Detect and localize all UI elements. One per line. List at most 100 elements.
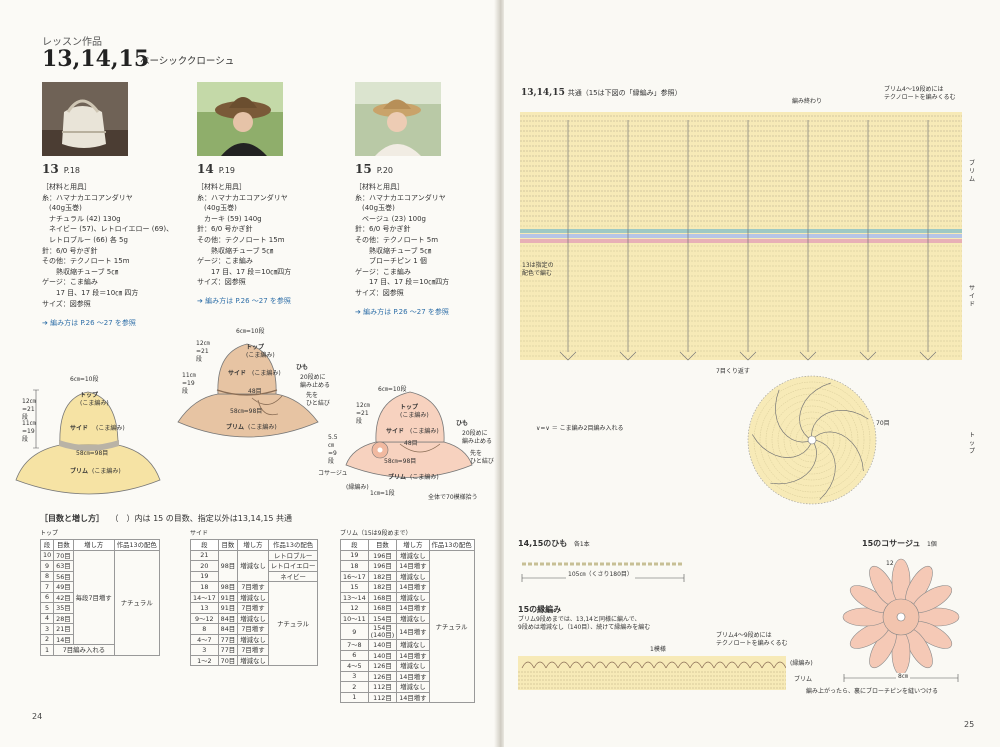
hat15-brim-label: ブリム	[388, 474, 407, 481]
round-ring	[765, 393, 859, 487]
hat15-brim-sub: (こま編み)	[410, 474, 439, 481]
hat15-brim-size: 5.5㎝=9段	[328, 434, 338, 465]
hat14-brim-size: 11㎝=19段	[182, 372, 196, 395]
material-line: サイズ：図参照	[42, 299, 91, 308]
hat15-edge: (縁編み)	[346, 484, 369, 491]
hat15-side-label: サイド	[386, 428, 405, 435]
stitch-rows	[520, 115, 962, 357]
hat13-side-label: サイド	[70, 425, 89, 432]
work-15-howto-link[interactable]: ➔ 編み方は P.26 ～27 を参照	[355, 308, 449, 316]
material-line: ブローチピン 1 個	[355, 257, 427, 266]
hat15-corsage: コサージュ	[318, 470, 348, 477]
work-14-materials: ［材料と用具］ 糸：ハマナカエコアンダリヤ (40g玉巻) カーキ (59) 1…	[197, 182, 291, 288]
col-header: 目数	[53, 539, 74, 551]
col-header: 段	[39, 539, 55, 551]
v-symbol-icon: ∨=∨	[536, 425, 550, 432]
material-line: (40g玉巻)	[355, 204, 395, 213]
round-ring	[783, 411, 841, 469]
hat15-top-sub: (こま編み)	[400, 412, 429, 419]
edge-arc	[545, 661, 559, 669]
brim-techno-note: テクノロートを編みくるむ	[884, 94, 956, 101]
spiral-line	[811, 439, 836, 500]
hat14-cord-note: 先を	[306, 392, 319, 399]
hat15-edge-row: 1㎝=1段	[370, 490, 395, 497]
band-side-label: サイド	[969, 285, 976, 308]
hat15-side-size: 12㎝=21段	[356, 402, 370, 425]
color-note: 13は指定の	[522, 262, 554, 270]
edge-arc	[605, 661, 619, 669]
material-line: ネイビー (57)、レトロイエロー (69)、	[42, 225, 174, 234]
count-header: ［目数と増し方］ （ ）内は 15 の目数、指定以外は13,14,15 共通	[40, 513, 292, 524]
col-header: 目数	[367, 539, 398, 551]
corsage-diagram	[842, 558, 960, 682]
material-line: (40g玉巻)	[197, 204, 237, 213]
work-13-howto-link[interactable]: ➔ 編み方は P.26 ～27 を参照	[42, 319, 136, 327]
spiral-line	[811, 409, 869, 441]
chart-title: 13,14,15	[521, 88, 565, 98]
work-page-ref: P.18	[63, 166, 81, 175]
corsage-note: 編み上がったら、裏にブローチピンを縫いつける	[806, 688, 939, 695]
col-header: 段	[190, 539, 219, 551]
edge-arc	[641, 661, 655, 669]
hat14-top-label: トップ	[246, 344, 265, 351]
hat13-top-size: 6㎝=10段	[70, 376, 99, 383]
hat15-total: 全体で70模様拾う	[428, 494, 478, 501]
material-line: サイズ：図参照	[197, 278, 246, 287]
round-ring	[795, 423, 829, 457]
material-line: 17 目、17 段＝10㎝四方	[355, 278, 450, 287]
material-line: 針：6/0 号かぎ針	[355, 225, 411, 234]
material-line: ナチュラル (42) 130g	[42, 214, 121, 223]
col-header: 作品13の配色	[267, 539, 319, 551]
count-note: （ ）内は 15 の目数、指定以外は13,14,15 共通	[110, 514, 292, 523]
brim-table-label: ブリム（15は9段めまで）	[340, 530, 412, 537]
work-14-howto-link[interactable]: ➔ 編み方は P.26 ～27 を参照	[197, 297, 291, 305]
material-line: 熱収縮チューブ 5㎝	[197, 246, 274, 255]
cord-count: 各1本	[573, 541, 590, 548]
material-line: サイズ：図参照	[355, 288, 404, 297]
edge-arc	[749, 661, 763, 669]
edge-arc	[665, 661, 679, 669]
hat14-side-sub: (こま編み)	[252, 370, 281, 377]
hat15-band: 58㎝=98目	[384, 458, 417, 465]
hat14-cord: ひも	[296, 364, 309, 371]
hat13-side-sub: (こま編み)	[96, 425, 125, 432]
hat15-top-label: トップ	[400, 404, 419, 411]
edge-brim-label: ブリム	[794, 676, 813, 683]
corsage-width: 8㎝	[896, 673, 910, 681]
edge-arc	[653, 661, 667, 669]
edge-title: 15の縁編み	[518, 605, 562, 614]
material-line: ゲージ：こま編み	[197, 257, 253, 266]
hat14-cord-note: 編み止める	[300, 382, 331, 389]
photo-13-bag	[42, 82, 128, 156]
corsage-title: 15のコサージュ	[862, 539, 921, 548]
hat15-eye: 48目	[404, 440, 418, 447]
lesson-kicker: レッスン作品	[42, 37, 102, 48]
material-line: 糸：ハマナカエコアンダリヤ	[42, 193, 133, 202]
round-ring	[801, 429, 823, 451]
edge-label: (縁編み)	[790, 660, 813, 667]
photo-14-model	[197, 82, 283, 156]
edge-arc	[533, 661, 547, 669]
col-header: 段	[340, 539, 369, 551]
material-line: その他：テクノロート 15m	[197, 235, 285, 244]
hat15-cord: ひも	[456, 420, 469, 427]
edge-techno-note: ブリム4～9段めには	[716, 632, 772, 639]
increase-mark	[559, 351, 577, 361]
hat13-brim-sub: (こま編み)	[92, 468, 121, 475]
material-line: その他：テクノロート 5m	[355, 235, 439, 244]
material-line: 17 目、17 段＝10㎝四方	[197, 267, 292, 276]
top-seventy: 70目	[876, 420, 890, 427]
material-line: 針：6/0 号かぎ針	[42, 246, 98, 255]
hat14-cord-note: 20段めに	[300, 374, 326, 381]
material-line: ゲージ：こま編み	[355, 267, 411, 276]
edge-arc	[593, 661, 607, 669]
